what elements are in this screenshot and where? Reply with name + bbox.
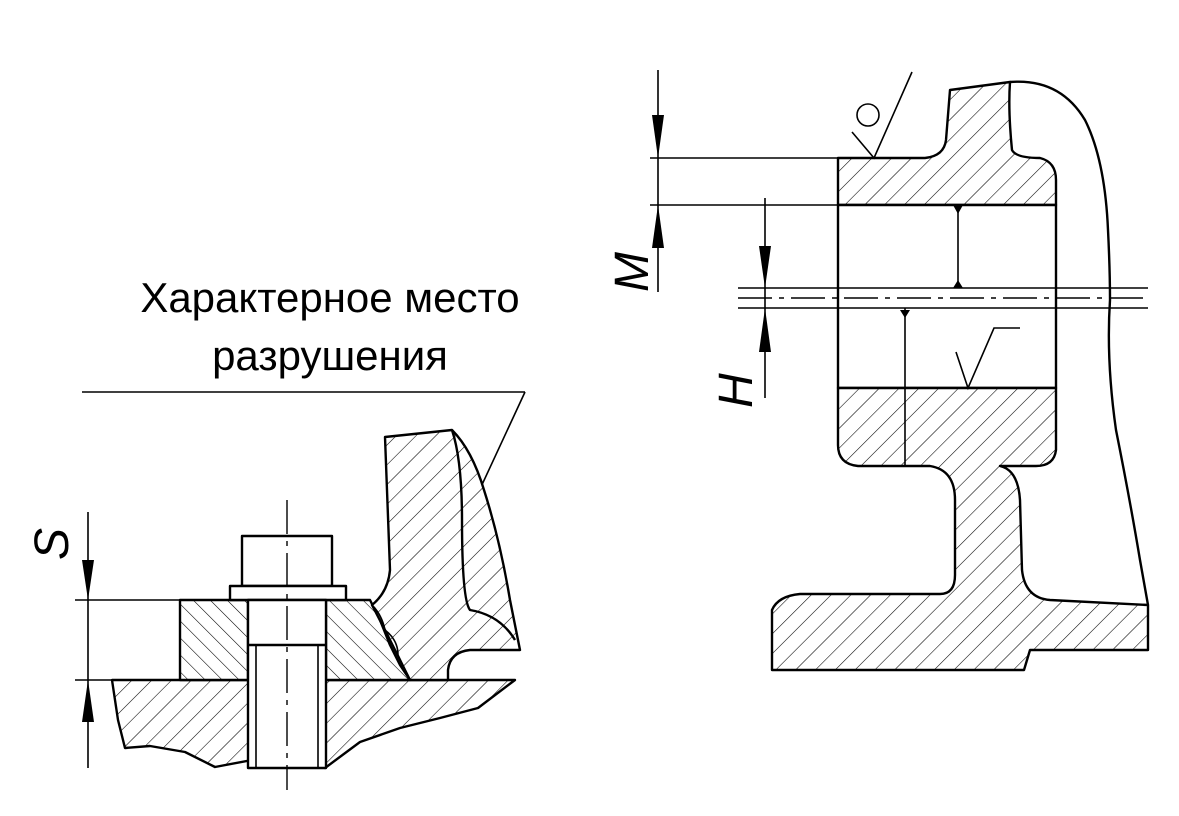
right-assembly: M H [606, 70, 1150, 672]
bore-opening [836, 203, 1058, 390]
flange-right [324, 598, 412, 682]
dim-label-m: M [606, 252, 659, 292]
dim-label-h: H [710, 373, 763, 408]
flange-left [178, 598, 250, 682]
left-assembly: S [26, 391, 526, 790]
h-arrow-bottom [759, 308, 771, 352]
fracture-line [371, 604, 411, 681]
deviation-mark-bottom [900, 310, 910, 318]
roughness-symbol-top [851, 71, 913, 160]
m-arrow-top [652, 115, 664, 158]
roughness-circle-icon [856, 103, 880, 127]
h-arrow-top [759, 246, 771, 288]
s-arrow-top [82, 560, 94, 600]
upper-block [836, 80, 1058, 207]
lower-block [770, 386, 1150, 672]
deviation-mark-top [953, 205, 963, 214]
housing-inner-edge [450, 429, 517, 641]
bolt-washer [228, 584, 348, 602]
caption-line-1: Характерное место [140, 274, 519, 321]
s-arrow-bottom [82, 680, 94, 722]
deviation-mark-mid [953, 280, 963, 288]
dim-label-s: S [26, 528, 79, 560]
roughness-symbol-bore [955, 327, 1020, 391]
caption-line-2: разрушения [212, 332, 448, 379]
housing-outer-outline [1009, 80, 1150, 606]
housing-wall [370, 428, 522, 682]
m-arrow-bottom [652, 205, 664, 248]
